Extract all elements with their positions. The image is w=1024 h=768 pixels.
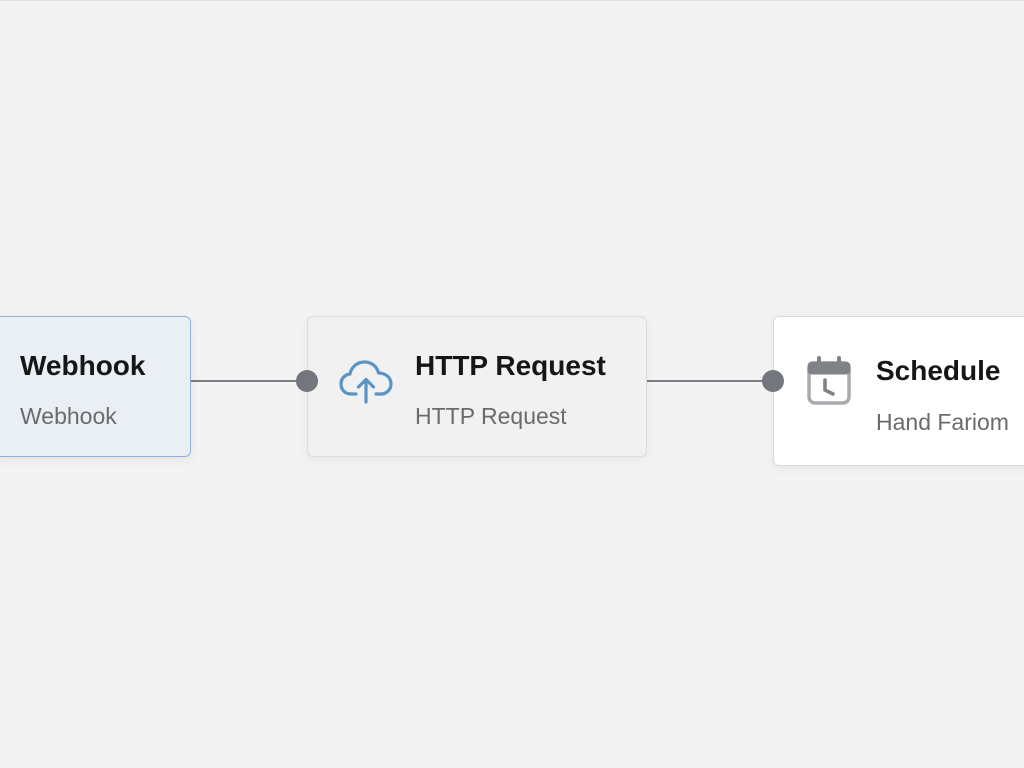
node-subtitle: Webhook [20,403,117,429]
node-subtitle: HTTP Request [415,403,567,429]
node-title: Schedule [876,355,1001,386]
connection-webhook-to-http-request[interactable] [191,380,309,382]
http-request-node[interactable]: HTTP Request HTTP Request [307,316,647,457]
cloud-upload-icon [339,360,393,404]
schedule-node[interactable]: Schedule Hand Fariom [773,316,1024,466]
http-request-input-port[interactable] [296,370,318,392]
node-subtitle: Hand Fariom [876,409,1009,435]
schedule-input-port[interactable] [762,370,784,392]
calendar-clock-icon [807,356,851,405]
node-title: Webhook [20,350,146,381]
webhook-node[interactable]: Webhook Webhook [0,316,191,457]
connection-http-request-to-schedule[interactable] [647,380,775,382]
node-title: HTTP Request [415,350,606,381]
